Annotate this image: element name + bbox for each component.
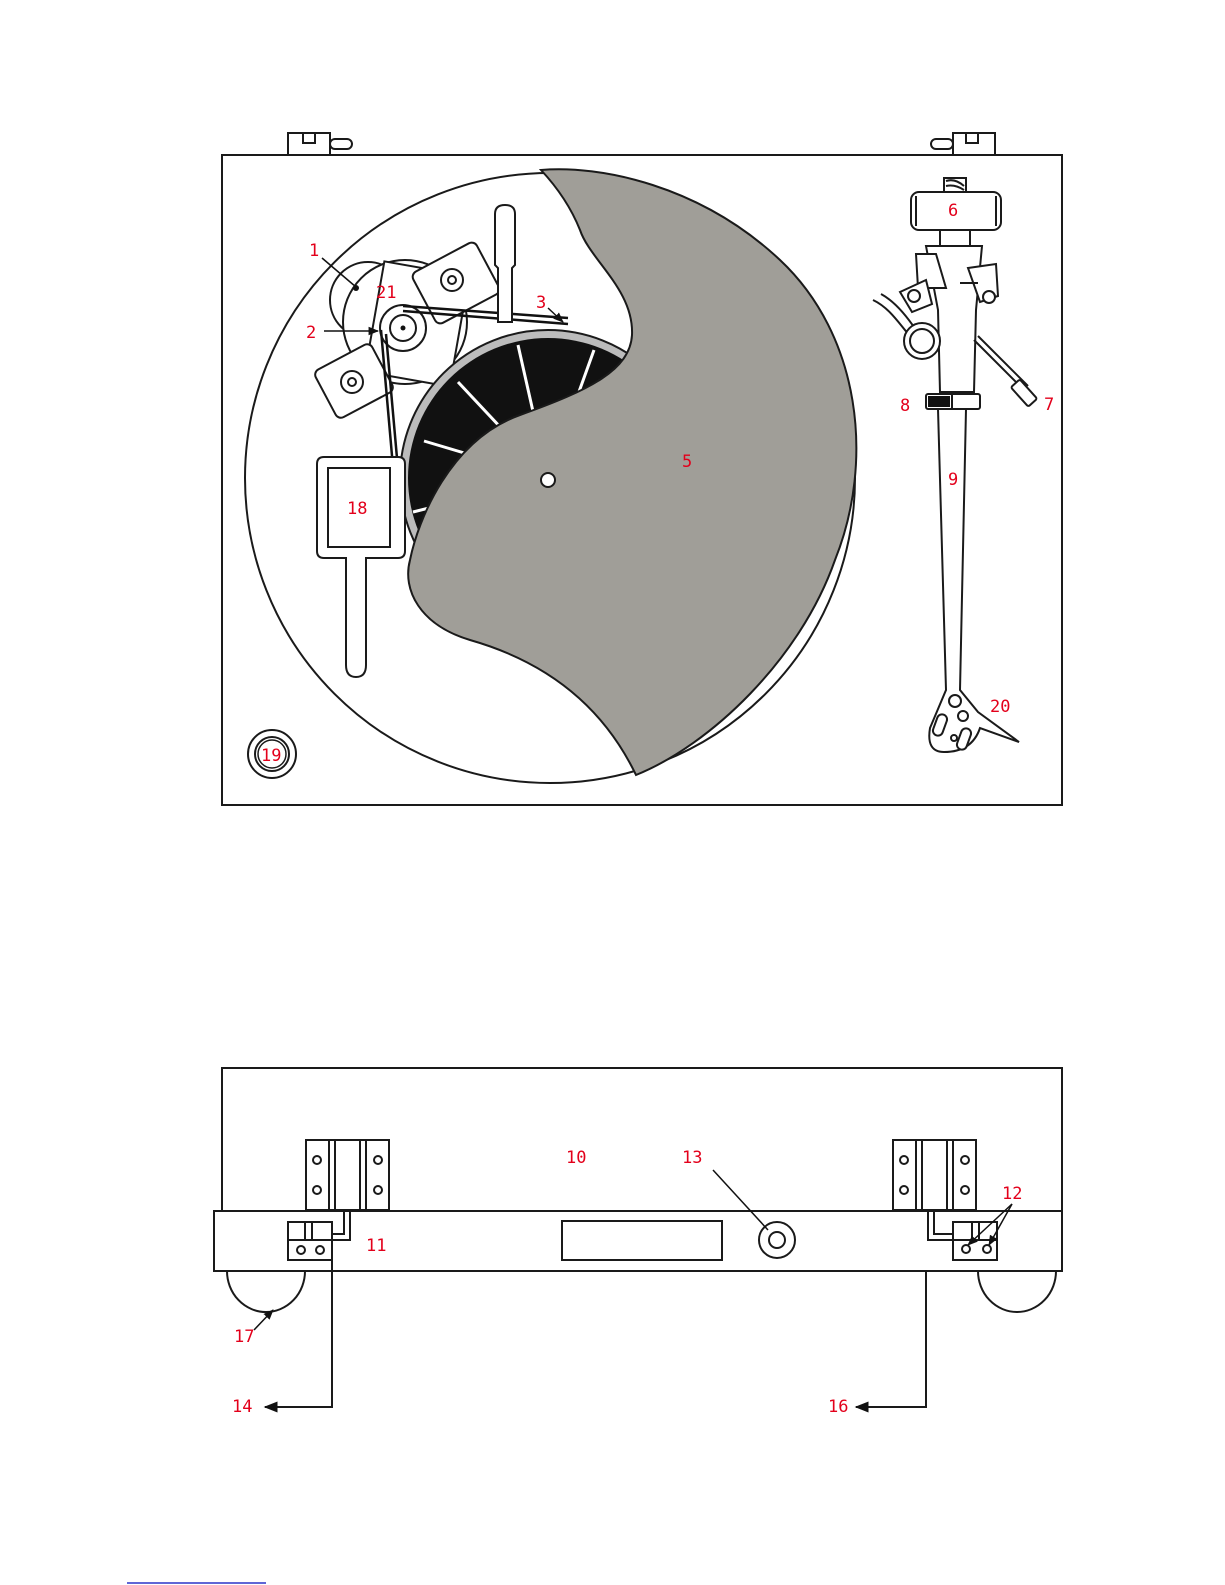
callout-13: 13 bbox=[682, 1148, 702, 1168]
callout-9: 9 bbox=[948, 470, 958, 490]
callout-1: 1 bbox=[309, 241, 319, 261]
callout-14: 14 bbox=[232, 1397, 252, 1417]
callout-7: 7 bbox=[1044, 395, 1054, 415]
callout-8: 8 bbox=[900, 396, 910, 416]
rear-view: 10 11 12 13 14 16 17 bbox=[214, 1068, 1062, 1417]
power-connector bbox=[288, 1211, 350, 1260]
callout-12: 12 bbox=[1002, 1184, 1022, 1204]
callout-18: 18 bbox=[347, 499, 367, 519]
cables bbox=[265, 1260, 926, 1407]
rear-hinge-left bbox=[306, 1140, 389, 1210]
callout-10: 10 bbox=[566, 1148, 586, 1168]
foot-right bbox=[978, 1271, 1056, 1312]
ground-socket bbox=[759, 1222, 795, 1258]
callout-5: 5 bbox=[682, 452, 692, 472]
spindle bbox=[541, 473, 555, 487]
callout-19: 19 bbox=[261, 746, 281, 766]
callout-2: 2 bbox=[306, 323, 316, 343]
callout-21: 21 bbox=[376, 283, 396, 303]
display-panel bbox=[317, 457, 405, 677]
foot-left bbox=[227, 1271, 305, 1312]
callout-20: 20 bbox=[990, 697, 1010, 717]
top-hinge-left bbox=[288, 133, 352, 155]
rear-hinge-right bbox=[893, 1140, 976, 1210]
callout-11: 11 bbox=[366, 1236, 386, 1256]
callout-3: 3 bbox=[536, 293, 546, 313]
signal-connector bbox=[928, 1211, 997, 1260]
rest-lever bbox=[495, 205, 515, 322]
top-view: 1 21 2 3 5 6 7 8 9 18 19 20 bbox=[222, 133, 1062, 805]
rear-slot bbox=[562, 1221, 722, 1260]
callout-6: 6 bbox=[948, 201, 958, 221]
top-hinge-right bbox=[931, 133, 995, 155]
callout-16: 16 bbox=[828, 1397, 848, 1417]
callout-17: 17 bbox=[234, 1327, 254, 1347]
tonearm bbox=[873, 178, 1037, 752]
